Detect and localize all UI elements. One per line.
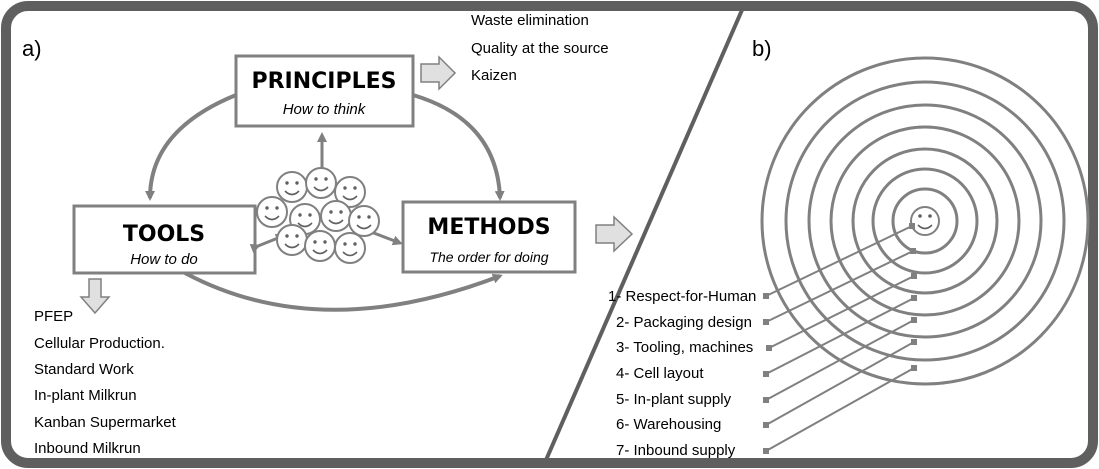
panel-a-label: a)	[22, 36, 42, 61]
list-item: Inbound Milkrun	[34, 440, 141, 457]
methods-arrow-icon	[595, 215, 634, 253]
smiley-icon	[348, 205, 380, 237]
tools-title: TOOLS	[123, 222, 205, 247]
panel-divider	[544, 9, 744, 461]
leader-line	[763, 365, 917, 454]
list-item: PFEP	[34, 308, 73, 325]
principles-list: Waste elimination Quality at the source …	[471, 12, 609, 84]
level-label: 1- Respect-for-Human	[608, 288, 756, 305]
tools-list: PFEP Cellular Production. Standard Work …	[34, 308, 177, 457]
target-rings	[760, 56, 1090, 386]
principles-subtitle: How to think	[283, 101, 367, 118]
level-label: 3- Tooling, machines	[616, 339, 753, 356]
smiley-icon	[256, 196, 288, 228]
target-ring	[851, 147, 999, 295]
level-leaders	[763, 223, 917, 454]
smiley-icon	[276, 171, 308, 203]
list-item: In-plant Milkrun	[34, 387, 137, 404]
principles-box: PRINCIPLES How to think	[234, 54, 415, 128]
smiley-icon	[334, 232, 366, 264]
methods-box: METHODS The order for doing	[401, 200, 577, 274]
cycle-arrows	[145, 93, 505, 312]
tools-arrow-icon	[79, 278, 111, 315]
leader-line	[763, 339, 917, 428]
list-item: Standard Work	[34, 361, 134, 378]
target-ring	[784, 80, 1066, 362]
smiley-icon	[305, 167, 337, 199]
list-item: Quality at the source	[471, 40, 609, 57]
level-label: 2- Packaging design	[616, 314, 752, 331]
methods-title: METHODS	[427, 215, 550, 240]
tools-box: TOOLS How to do	[72, 204, 257, 275]
smiley-icon	[320, 200, 352, 232]
panel-b-label: b)	[752, 36, 772, 61]
methods-subtitle: The order for doing	[429, 249, 548, 265]
level-label: 6- Warehousing	[616, 416, 721, 433]
target-ring	[891, 187, 959, 255]
principles-title: PRINCIPLES	[251, 69, 396, 94]
smiley-icon	[304, 230, 336, 262]
list-item: Kaizen	[471, 67, 517, 84]
list-item: Cellular Production.	[34, 335, 165, 352]
smiley-icon	[334, 176, 366, 208]
tools-subtitle: How to do	[130, 251, 198, 268]
target-ring	[829, 125, 1021, 317]
level-label: 4- Cell layout	[616, 365, 704, 382]
central-smiley-icon	[910, 206, 940, 236]
level-label: 7- Inbound supply	[616, 442, 736, 459]
target-ring	[871, 167, 979, 275]
level-label: 5- In-plant supply	[616, 391, 732, 408]
principles-arrow-icon	[420, 55, 457, 91]
smiley-icon	[276, 224, 308, 256]
list-item: Kanban Supermarket	[34, 414, 177, 431]
list-item: Waste elimination	[471, 12, 589, 29]
target-ring	[807, 103, 1043, 339]
people-cluster	[256, 167, 380, 264]
levels-list: 1- Respect-for-Human 2- Packaging design…	[608, 288, 756, 459]
target-ring	[760, 56, 1090, 386]
